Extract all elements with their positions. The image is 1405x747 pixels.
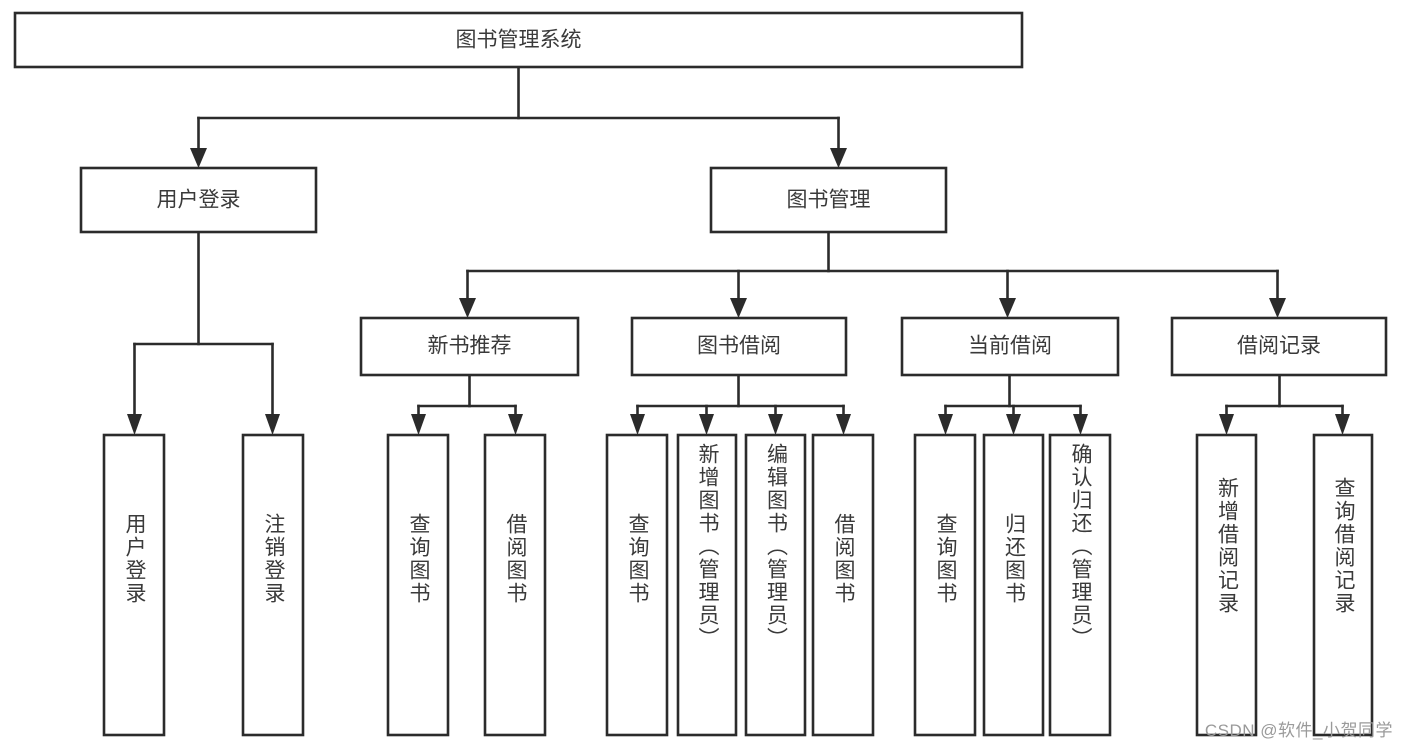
connectors-user-login-to-leaves xyxy=(127,230,280,435)
leaf-box-logout[interactable] xyxy=(241,433,305,737)
node-root-label: 图书管理系统 xyxy=(456,29,582,52)
node-book-management-label: 图书管理 xyxy=(787,189,871,212)
node-book-management-box[interactable] xyxy=(709,166,948,234)
arrow-head-user-login xyxy=(190,148,207,168)
node-current-borrow[interactable]: 当前借阅 xyxy=(900,316,1120,377)
arrow-head-leaf-confirm-return xyxy=(1073,414,1088,435)
watermark-text: CSDN @软件_小贺同学 xyxy=(1204,721,1393,740)
arrow-head-leaf-user-login xyxy=(127,414,142,435)
node-borrow-record[interactable]: 借阅记录 xyxy=(1170,316,1388,377)
leaf-box-edit-book[interactable] xyxy=(744,433,807,737)
leaf-box-borrow-book-1[interactable] xyxy=(483,433,547,737)
arrow-head-leaf-return-book xyxy=(1006,414,1021,435)
arrow-head-current-borrow xyxy=(999,298,1016,318)
arrow-head-leaf-query-record xyxy=(1335,414,1350,435)
node-new-book-recommend-box[interactable] xyxy=(359,316,580,377)
node-book-borrow[interactable]: 图书借阅 xyxy=(630,316,848,377)
arrow-head-leaf-borrow-book-2 xyxy=(836,414,851,435)
node-user-login-label: 用户登录 xyxy=(157,189,241,212)
leaf-box-query-book-2[interactable] xyxy=(605,433,669,737)
node-book-management[interactable]: 图书管理 xyxy=(709,166,948,234)
arrow-head-leaf-query-book-1 xyxy=(411,414,426,435)
node-new-book-recommend-label: 新书推荐 xyxy=(428,335,512,358)
node-borrow-record-label: 借阅记录 xyxy=(1237,335,1321,358)
connectors-current-borrow-to-leaves xyxy=(938,373,1088,435)
connectors-borrow-record-to-leaves xyxy=(1219,373,1350,435)
arrow-head-leaf-logout xyxy=(265,414,280,435)
leaf-box-borrow-book-2[interactable] xyxy=(811,433,875,737)
arrow-head-leaf-add-book xyxy=(699,414,714,435)
arrow-head-leaf-add-record xyxy=(1219,414,1234,435)
node-borrow-record-box[interactable] xyxy=(1170,316,1388,377)
leaf-box-confirm-return[interactable] xyxy=(1048,433,1112,737)
leaf-box-add-book[interactable] xyxy=(676,433,738,737)
connectors-new-book-to-leaves xyxy=(411,373,523,435)
arrow-head-leaf-query-book-3 xyxy=(938,414,953,435)
node-book-borrow-box[interactable] xyxy=(630,316,848,377)
node-current-borrow-label: 当前借阅 xyxy=(968,335,1052,358)
arrow-head-leaf-edit-book xyxy=(768,414,783,435)
arrow-head-borrow-record xyxy=(1269,298,1286,318)
connectors-book-mgmt-to-level3 xyxy=(459,230,1286,318)
leaf-box-query-record[interactable] xyxy=(1312,433,1374,737)
node-root[interactable]: 图书管理系统 xyxy=(13,11,1024,69)
node-book-borrow-label: 图书借阅 xyxy=(697,335,781,358)
leaf-box-query-book-1[interactable] xyxy=(386,433,450,737)
leaf-box-user-login[interactable] xyxy=(102,433,166,737)
arrow-head-leaf-borrow-book-1 xyxy=(508,414,523,435)
node-user-login-box[interactable] xyxy=(79,166,318,234)
node-new-book-recommend[interactable]: 新书推荐 xyxy=(359,316,580,377)
arrow-head-book-mgmt xyxy=(830,148,847,168)
leaf-boxes xyxy=(102,433,1374,737)
leaf-box-add-record[interactable] xyxy=(1195,433,1258,737)
leaf-box-query-book-3[interactable] xyxy=(913,433,977,737)
arrow-head-leaf-query-book-2 xyxy=(630,414,645,435)
node-user-login[interactable]: 用户登录 xyxy=(79,166,318,234)
connectors-book-borrow-to-leaves xyxy=(630,373,851,435)
connectors-root-to-level2 xyxy=(190,65,847,168)
arrow-head-book-borrow xyxy=(730,298,747,318)
leaf-box-return-book[interactable] xyxy=(982,433,1045,737)
arrow-head-new-book xyxy=(459,298,476,318)
node-root-box[interactable] xyxy=(13,11,1024,69)
node-current-borrow-box[interactable] xyxy=(900,316,1120,377)
